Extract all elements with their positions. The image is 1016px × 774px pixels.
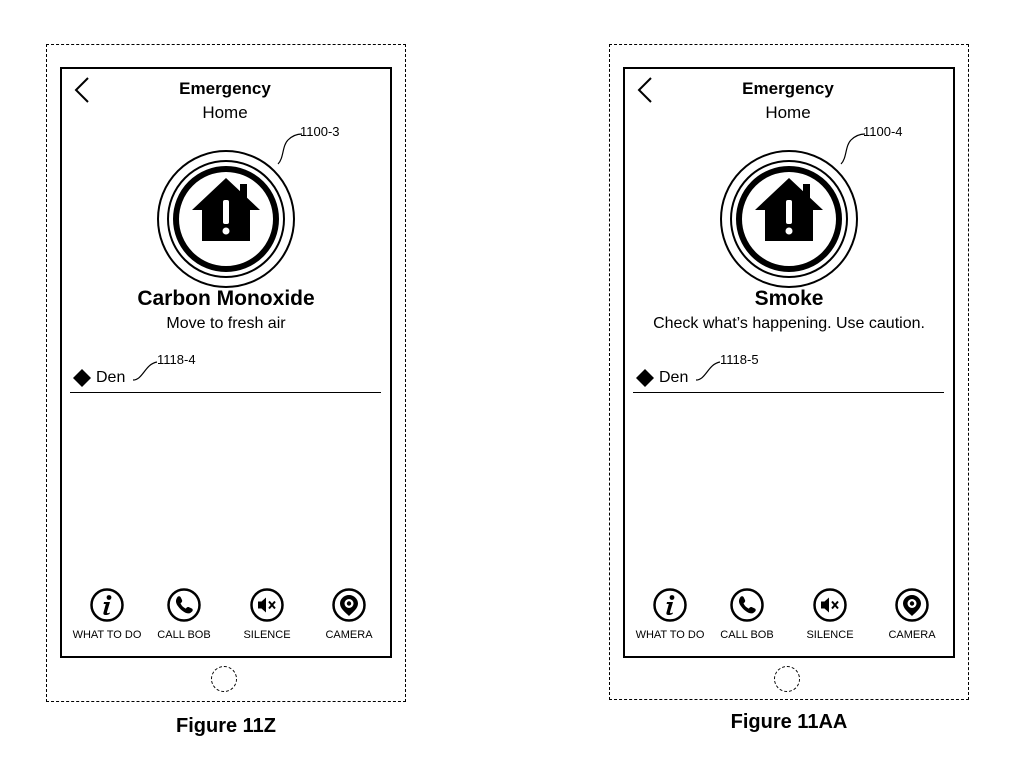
reference-leader-line xyxy=(840,133,866,165)
back-chevron-icon[interactable] xyxy=(635,76,655,104)
home-alert-icon xyxy=(157,150,295,288)
reference-number: 1100-3 xyxy=(300,124,340,139)
silence-label: SILENCE xyxy=(243,629,291,641)
location-row[interactable]: Den xyxy=(635,368,688,388)
header-subtitle: Home xyxy=(202,103,248,122)
phone-icon xyxy=(167,588,201,622)
reference-number: 1118-5 xyxy=(720,352,759,367)
call-bob-button[interactable]: CALL BOB xyxy=(702,587,792,641)
what-to-do-label: WHAT TO DO xyxy=(72,629,142,641)
figure-11z: Emergency Home 1100-3 Carbon Monoxide Mo… xyxy=(46,44,406,737)
silence-label: SILENCE xyxy=(806,629,854,641)
info-icon xyxy=(90,588,124,622)
camera-icon xyxy=(332,588,366,622)
call-bob-button[interactable]: CALL BOB xyxy=(139,587,229,641)
device-outline xyxy=(46,44,406,702)
mute-icon xyxy=(250,588,284,622)
divider xyxy=(633,392,944,393)
reference-leader-line xyxy=(132,361,158,381)
home-alert-icon xyxy=(720,150,858,288)
phone-screen xyxy=(60,67,392,658)
back-chevron-icon[interactable] xyxy=(72,76,92,104)
location-name: Den xyxy=(659,369,689,386)
camera-label: CAMERA xyxy=(325,629,373,641)
location-name: Den xyxy=(96,369,126,386)
phone-icon xyxy=(730,588,764,622)
divider xyxy=(70,392,381,393)
reference-number: 1100-4 xyxy=(863,124,903,139)
home-button[interactable] xyxy=(211,666,237,692)
alarm-message: Move to fresh air xyxy=(166,315,286,332)
what-to-do-button[interactable]: WHAT TO DO xyxy=(62,587,152,641)
diamond-icon xyxy=(636,369,654,387)
reference-leader-line xyxy=(277,133,303,165)
reference-number: 1118-4 xyxy=(157,352,196,367)
reference-leader-line xyxy=(695,361,721,381)
silence-button[interactable]: SILENCE xyxy=(785,587,875,641)
header-subtitle: Home xyxy=(765,103,811,122)
header-title: Emergency xyxy=(179,79,271,98)
home-button[interactable] xyxy=(774,666,800,692)
alarm-title: Smoke xyxy=(754,287,824,310)
camera-icon xyxy=(895,588,929,622)
device-outline xyxy=(609,44,969,700)
figure-caption: Figure 11Z xyxy=(175,715,277,737)
call-bob-label: CALL BOB xyxy=(157,629,211,641)
info-icon xyxy=(653,588,687,622)
what-to-do-button[interactable]: WHAT TO DO xyxy=(625,587,715,641)
call-bob-label: CALL BOB xyxy=(720,629,774,641)
figure-11aa: Emergency Home 1100-4 Smoke Check what’s… xyxy=(563,0,1016,774)
header-title: Emergency xyxy=(742,79,834,98)
what-to-do-label: WHAT TO DO xyxy=(635,629,705,641)
phone-screen xyxy=(623,67,955,658)
location-row[interactable]: Den xyxy=(72,368,125,388)
camera-button[interactable]: CAMERA xyxy=(304,587,394,641)
alarm-title: Carbon Monoxide xyxy=(137,287,315,310)
camera-button[interactable]: CAMERA xyxy=(867,587,957,641)
mute-icon xyxy=(813,588,847,622)
silence-button[interactable]: SILENCE xyxy=(222,587,312,641)
figure-caption: Figure 11AA xyxy=(730,711,848,733)
camera-label: CAMERA xyxy=(888,629,936,641)
alarm-message: Check what’s happening. Use caution. xyxy=(653,315,925,332)
diamond-icon xyxy=(73,369,91,387)
